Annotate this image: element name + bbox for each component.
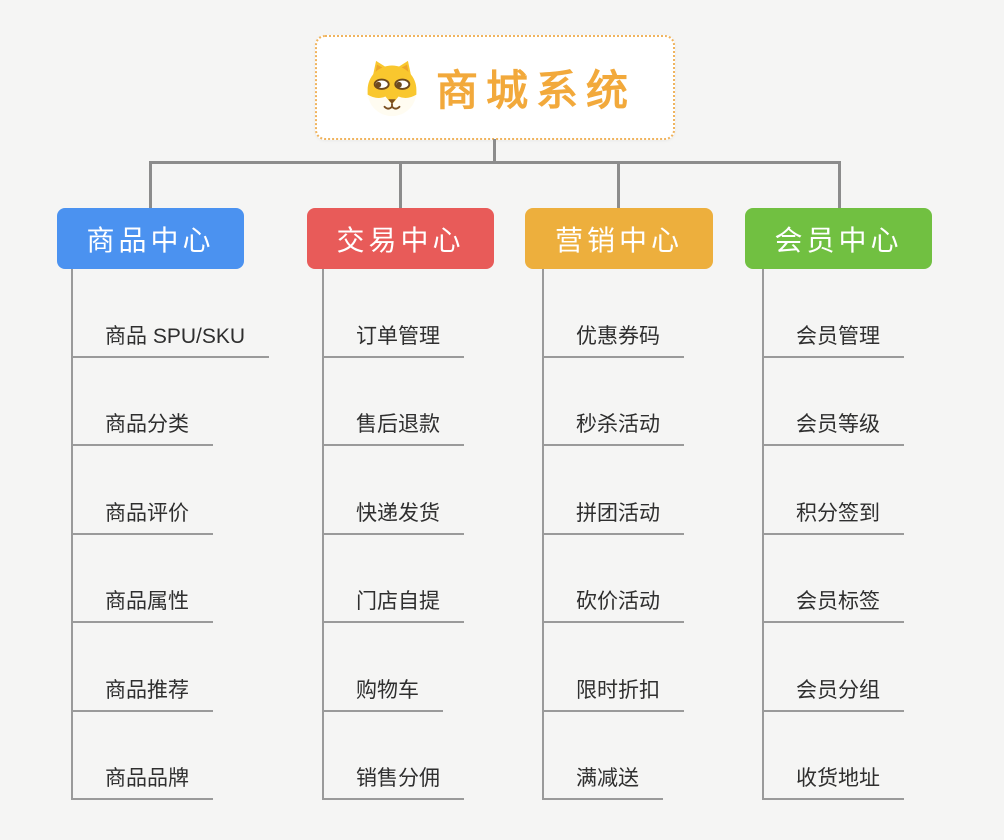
- leaf-label: 收货地址: [764, 762, 904, 800]
- leaf-node[interactable]: 销售分佣: [324, 712, 464, 800]
- leaf-node[interactable]: 门店自提: [324, 535, 464, 623]
- leaf-label: 售后退款: [324, 408, 464, 446]
- leaf-node[interactable]: 拼团活动: [544, 446, 684, 535]
- branch-node-marketing-center[interactable]: 营销中心: [525, 208, 713, 269]
- branch-label: 交易中心: [336, 224, 465, 256]
- connector-main-horizontal: [149, 161, 841, 164]
- leaf-node[interactable]: 优惠券码: [544, 269, 684, 358]
- branch-node-product-center[interactable]: 商品中心: [57, 208, 244, 269]
- leaf-column-member: 会员管理 会员等级 积分签到 会员标签 会员分组 收货地址: [762, 269, 904, 800]
- leaf-label: 订单管理: [324, 320, 464, 358]
- branch-label: 商品中心: [86, 224, 215, 256]
- leaf-label: 满减送: [544, 762, 663, 800]
- leaf-node[interactable]: 积分签到: [764, 446, 904, 535]
- connector-drop-product: [149, 161, 152, 209]
- leaf-label: 秒杀活动: [544, 408, 684, 446]
- leaf-label: 会员分组: [764, 674, 904, 712]
- leaf-label: 拼团活动: [544, 497, 684, 535]
- leaf-label: 优惠券码: [544, 320, 684, 358]
- leaf-label: 商品品牌: [73, 762, 213, 800]
- leaf-node[interactable]: 会员标签: [764, 535, 904, 623]
- leaf-label: 商品评价: [73, 497, 213, 535]
- leaf-label: 销售分佣: [324, 762, 464, 800]
- leaf-node[interactable]: 秒杀活动: [544, 358, 684, 446]
- leaf-node[interactable]: 商品品牌: [73, 712, 269, 800]
- leaf-label: 快递发货: [324, 497, 464, 535]
- root-node-label: 商城系统: [435, 67, 636, 114]
- leaf-node[interactable]: 砍价活动: [544, 535, 684, 623]
- leaf-label: 商品分类: [73, 408, 213, 446]
- leaf-node[interactable]: 售后退款: [324, 358, 464, 446]
- leaf-label: 商品推荐: [73, 674, 213, 712]
- leaf-node[interactable]: 会员等级: [764, 358, 904, 446]
- leaf-node[interactable]: 购物车: [324, 623, 464, 712]
- leaf-column-marketing: 优惠券码 秒杀活动 拼团活动 砍价活动 限时折扣 满减送: [542, 269, 684, 800]
- connector-root-drop: [493, 139, 496, 163]
- leaf-label: 会员管理: [764, 320, 904, 358]
- leaf-label: 商品属性: [73, 585, 213, 623]
- branch-label: 营销中心: [554, 224, 683, 256]
- leaf-label: 门店自提: [324, 585, 464, 623]
- leaf-node[interactable]: 商品属性: [73, 535, 269, 623]
- leaf-node[interactable]: 商品评价: [73, 446, 269, 535]
- leaf-label: 限时折扣: [544, 674, 684, 712]
- leaf-node[interactable]: 商品 SPU/SKU: [73, 269, 270, 358]
- leaf-label: 商品 SPU/SKU: [73, 320, 270, 358]
- leaf-column-product: 商品 SPU/SKU 商品分类 商品评价 商品属性 商品推荐 商品品牌: [71, 269, 270, 800]
- branch-node-trade-center[interactable]: 交易中心: [307, 208, 494, 269]
- leaf-node[interactable]: 订单管理: [324, 269, 464, 358]
- leaf-node[interactable]: 收货地址: [764, 712, 904, 800]
- root-node[interactable]: 商城系统: [315, 35, 675, 140]
- branch-node-member-center[interactable]: 会员中心: [745, 208, 932, 269]
- leaf-column-trade: 订单管理 售后退款 快递发货 门店自提 购物车 销售分佣: [322, 269, 464, 800]
- leaf-label: 会员标签: [764, 585, 904, 623]
- connector-drop-marketing: [617, 161, 620, 209]
- leaf-node[interactable]: 会员分组: [764, 623, 904, 712]
- connector-drop-trade: [399, 161, 402, 209]
- leaf-label: 购物车: [324, 674, 443, 712]
- leaf-node[interactable]: 满减送: [544, 712, 684, 800]
- branch-label: 会员中心: [774, 224, 903, 256]
- leaf-label: 积分签到: [764, 497, 904, 535]
- connector-drop-member: [838, 161, 841, 209]
- leaf-node[interactable]: 快递发货: [324, 446, 464, 535]
- leaf-label: 会员等级: [764, 408, 904, 446]
- leaf-node[interactable]: 商品推荐: [73, 623, 269, 712]
- leaf-node[interactable]: 会员管理: [764, 269, 904, 358]
- leaf-node[interactable]: 限时折扣: [544, 623, 684, 712]
- leaf-label: 砍价活动: [544, 585, 684, 623]
- leaf-node[interactable]: 商品分类: [73, 358, 269, 446]
- dog-icon: [367, 60, 417, 116]
